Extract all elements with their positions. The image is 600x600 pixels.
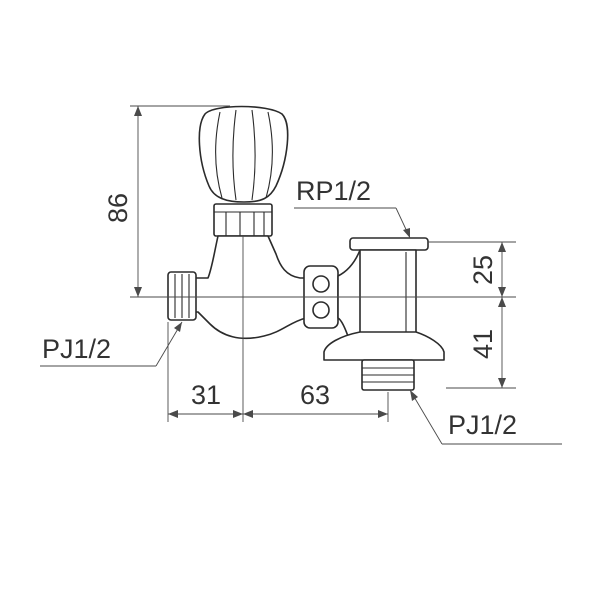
dimension-right-heights: 25 41: [428, 241, 516, 389]
callout-bottom-thread: PJ1/2: [409, 389, 562, 445]
label-bottom-thread: PJ1/2: [448, 410, 517, 440]
label-rp-thread: RP1/2: [296, 176, 371, 206]
callout-rp-thread: RP1/2: [294, 176, 411, 239]
dimension-overall-height: 86: [103, 105, 230, 298]
bonnet-nut: [213, 203, 273, 237]
label-left-thread: PJ1/2: [42, 334, 111, 364]
handle-knob: [198, 105, 289, 203]
dimension-label-63: 63: [300, 380, 330, 410]
dimension-label-25: 25: [468, 255, 498, 285]
bottom-flange: [323, 331, 445, 361]
top-flange: [349, 237, 429, 251]
dimension-label-86: 86: [103, 193, 133, 223]
callout-left-thread: PJ1/2: [40, 321, 183, 367]
dimension-label-31: 31: [191, 380, 221, 410]
main-body: [189, 235, 323, 340]
dimension-label-41: 41: [468, 329, 498, 359]
valve-body: [167, 105, 445, 391]
dimension-horizontal-offsets: 31 63: [167, 236, 389, 422]
